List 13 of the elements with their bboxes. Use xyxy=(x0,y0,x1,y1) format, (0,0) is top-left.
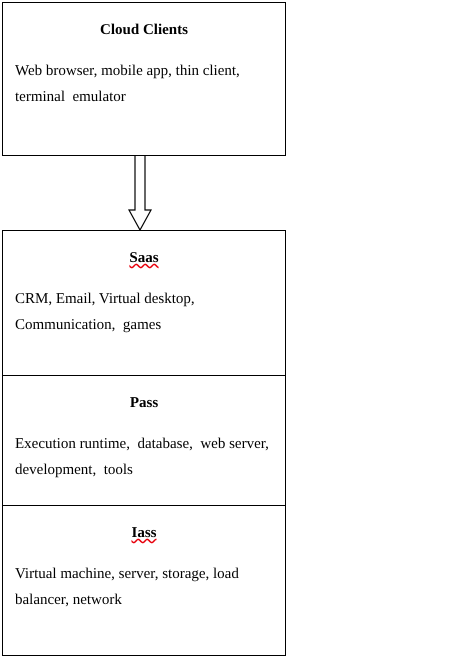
layer-box xyxy=(2,2,286,156)
layer-box xyxy=(2,375,286,506)
layer-box xyxy=(2,505,286,656)
layer-title: Cloud Clients xyxy=(99,21,189,40)
layer-description: Virtual machine, server, storage, load balancer, network xyxy=(14,564,240,610)
layer-title: Iass xyxy=(130,524,158,543)
layer-description: Execution runtime, database, web server, development, tools xyxy=(14,434,270,480)
layer-box xyxy=(2,230,286,376)
hollow-arrow xyxy=(128,154,152,232)
layer-description: CRM, Email, Virtual desktop, Communication, games xyxy=(14,290,196,334)
layer-title: Saas xyxy=(128,249,160,268)
layer-title: Pass xyxy=(128,394,160,413)
layer-description: Web browser, mobile app, thin client, terminal emulator xyxy=(14,62,241,106)
